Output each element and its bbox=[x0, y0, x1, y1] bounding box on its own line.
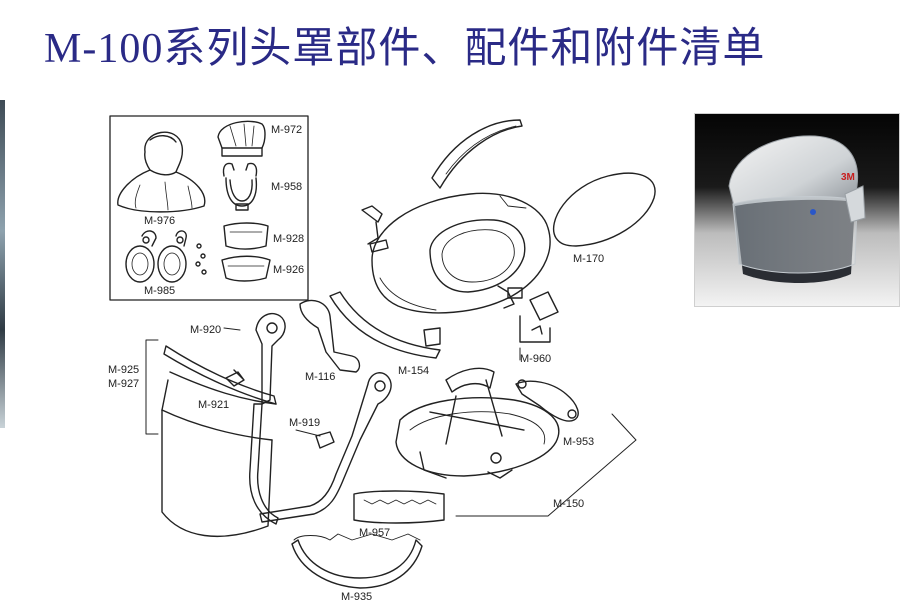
headgear-m150 bbox=[395, 367, 560, 479]
top-cover-strip bbox=[431, 119, 523, 189]
label-m958: M-958 bbox=[271, 181, 303, 193]
sweatband-m928 bbox=[223, 222, 269, 250]
sweatband-m926 bbox=[221, 255, 271, 282]
label-m150: M-150 bbox=[553, 498, 585, 510]
ear-muffs-m985 bbox=[125, 230, 207, 283]
seal-m935 bbox=[291, 533, 423, 589]
accessories-box bbox=[109, 115, 309, 301]
label-m985: M-985 bbox=[144, 285, 176, 297]
left-edge-photo-strip bbox=[0, 100, 5, 428]
leader-lines bbox=[145, 327, 637, 517]
clip-m960 bbox=[519, 291, 559, 343]
label-m920: M-920 bbox=[190, 324, 222, 336]
label-m960: M-960 bbox=[520, 353, 552, 365]
label-m976: M-976 bbox=[144, 215, 176, 227]
strap-m958 bbox=[222, 162, 258, 211]
helmet-photo-illustration: 3M bbox=[728, 135, 866, 283]
label-m919: M-919 bbox=[289, 417, 321, 429]
label-m921: M-921 bbox=[198, 399, 230, 411]
label-m154: M-154 bbox=[398, 365, 430, 377]
label-m927: M-927 bbox=[108, 378, 140, 390]
brand-mark-3m: 3M bbox=[841, 172, 855, 183]
product-photo: 3M bbox=[694, 113, 900, 307]
hood-cover-m976 bbox=[117, 131, 206, 213]
label-m926: M-926 bbox=[273, 264, 305, 276]
strap-m953 bbox=[515, 379, 579, 422]
frame-left-m920 bbox=[225, 312, 286, 525]
label-m953: M-953 bbox=[563, 436, 595, 448]
label-m935: M-935 bbox=[341, 591, 373, 603]
frame-right bbox=[259, 372, 392, 523]
label-m170: M-170 bbox=[573, 253, 605, 265]
faceshield-visor bbox=[161, 345, 277, 537]
label-m928: M-928 bbox=[273, 233, 305, 245]
label-m972: M-972 bbox=[271, 124, 303, 136]
label-m957: M-957 bbox=[359, 527, 391, 539]
helmet-shell bbox=[361, 192, 551, 314]
page-title: M-100系列头罩部件、配件和附件清单 bbox=[44, 26, 766, 72]
visor-bracket-m154 bbox=[329, 291, 441, 359]
label-m925: M-925 bbox=[108, 364, 140, 376]
side-part-m116 bbox=[299, 299, 361, 373]
liner-m972 bbox=[217, 120, 266, 157]
sweatband-m957 bbox=[353, 490, 445, 524]
visor-cover-m170 bbox=[552, 172, 656, 247]
label-m116: M-116 bbox=[305, 371, 336, 383]
